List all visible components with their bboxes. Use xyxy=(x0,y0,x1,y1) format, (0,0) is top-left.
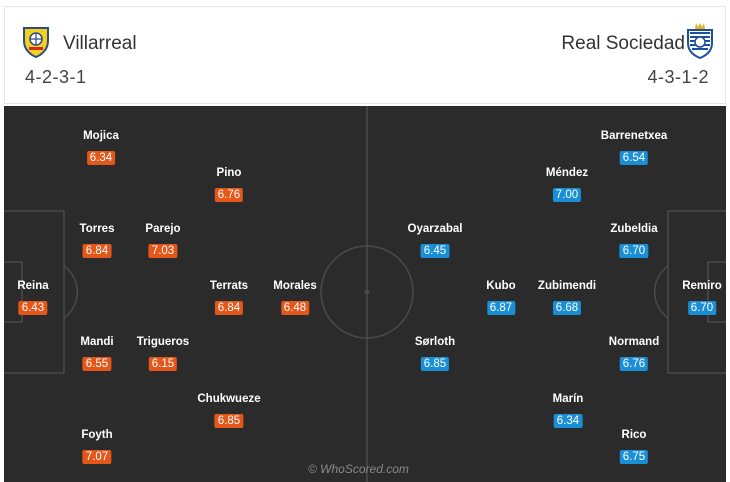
player-name: Mojica xyxy=(83,130,119,142)
player-name: Foyth xyxy=(81,429,113,441)
pitch-markings xyxy=(4,106,726,482)
away-player-marin[interactable]: Marín 6.34 xyxy=(552,392,584,429)
match-header: Villarreal 4-2-3-1 Real Sociedad 4-3-1-2 xyxy=(4,6,726,104)
player-name: Rico xyxy=(621,429,647,441)
away-team-name[interactable]: Real Sociedad xyxy=(561,33,685,54)
player-name: Parejo xyxy=(145,223,181,235)
player-rating: 6.76 xyxy=(214,188,244,202)
home-team-name[interactable]: Villarreal xyxy=(63,33,137,54)
pitch: Mojica 6.34 Pino 6.76 Torres 6.84 Parejo… xyxy=(4,106,726,482)
player-rating: 6.55 xyxy=(82,357,112,371)
away-player-zubeldia[interactable]: Zubeldia 6.70 xyxy=(610,222,658,259)
home-formation: 4-2-3-1 xyxy=(25,67,87,87)
away-player-barrenetxea[interactable]: Barrenetxea 6.54 xyxy=(601,129,667,166)
player-rating: 6.84 xyxy=(82,244,112,258)
player-rating: 7.07 xyxy=(82,450,112,464)
away-player-kubo[interactable]: Kubo 6.87 xyxy=(486,279,516,316)
home-player-mandi[interactable]: Mandi 6.55 xyxy=(80,335,114,372)
player-rating: 7.00 xyxy=(552,188,582,202)
player-name: Reina xyxy=(17,280,49,292)
away-player-mendez[interactable]: Méndez 7.00 xyxy=(546,166,588,203)
player-rating: 6.34 xyxy=(86,151,116,165)
player-name: Torres xyxy=(79,223,115,235)
player-rating: 6.68 xyxy=(552,301,582,315)
away-player-sorloth[interactable]: Sørloth 6.85 xyxy=(415,335,455,372)
player-rating: 6.85 xyxy=(214,414,244,428)
player-rating: 6.87 xyxy=(486,301,516,315)
home-player-parejo[interactable]: Parejo 7.03 xyxy=(145,222,181,259)
home-player-morales[interactable]: Morales 6.48 xyxy=(273,279,317,316)
away-player-zubimendi[interactable]: Zubimendi 6.68 xyxy=(538,279,596,316)
away-player-oyarzabal[interactable]: Oyarzabal 6.45 xyxy=(407,222,463,259)
home-player-trigueros[interactable]: Trigueros 6.15 xyxy=(137,335,189,372)
player-rating: 6.70 xyxy=(619,244,649,258)
player-name: Barrenetxea xyxy=(600,130,668,142)
home-player-foyth[interactable]: Foyth 7.07 xyxy=(81,428,113,465)
player-rating: 6.45 xyxy=(420,244,450,258)
player-name: Morales xyxy=(273,280,317,292)
watermark: © WhoScored.com xyxy=(308,462,409,476)
player-rating: 6.43 xyxy=(18,301,48,315)
player-name: Terrats xyxy=(209,280,249,292)
player-rating: 6.75 xyxy=(619,450,649,464)
player-name: Kubo xyxy=(486,280,516,292)
player-name: Méndez xyxy=(545,167,589,179)
real-sociedad-crest-icon xyxy=(687,23,713,59)
player-rating: 6.85 xyxy=(420,357,450,371)
player-name: Pino xyxy=(216,167,242,179)
player-rating: 6.34 xyxy=(553,414,583,428)
home-player-pino[interactable]: Pino 6.76 xyxy=(214,166,244,203)
player-rating: 7.03 xyxy=(148,244,178,258)
player-rating: 6.54 xyxy=(619,151,649,165)
home-player-torres[interactable]: Torres 6.84 xyxy=(79,222,115,259)
home-player-terrats[interactable]: Terrats 6.84 xyxy=(210,279,248,316)
away-player-rico[interactable]: Rico 6.75 xyxy=(619,428,649,465)
away-player-remiro[interactable]: Remiro 6.70 xyxy=(682,279,722,316)
player-name: Zubimendi xyxy=(537,280,597,292)
player-rating: 6.15 xyxy=(148,357,178,371)
player-rating: 6.84 xyxy=(214,301,244,315)
player-name: Trigueros xyxy=(136,336,190,348)
player-name: Remiro xyxy=(682,280,722,292)
home-player-reina[interactable]: Reina 6.43 xyxy=(17,279,49,316)
player-name: Normand xyxy=(608,336,660,348)
player-name: Mandi xyxy=(80,336,114,348)
player-rating: 6.70 xyxy=(687,301,717,315)
player-name: Chukwueze xyxy=(197,393,261,405)
player-name: Sørloth xyxy=(414,336,456,348)
player-name: Zubeldia xyxy=(610,223,658,235)
away-formation: 4-3-1-2 xyxy=(647,67,709,87)
player-rating: 6.76 xyxy=(619,357,649,371)
player-name: Marín xyxy=(552,393,584,405)
home-player-chukwueze[interactable]: Chukwueze 6.85 xyxy=(197,392,261,429)
player-name: Oyarzabal xyxy=(407,223,463,235)
player-rating: 6.48 xyxy=(280,301,310,315)
villarreal-crest-icon xyxy=(23,27,49,59)
home-player-mojica[interactable]: Mojica 6.34 xyxy=(83,129,119,166)
away-player-normand[interactable]: Normand 6.76 xyxy=(609,335,659,372)
